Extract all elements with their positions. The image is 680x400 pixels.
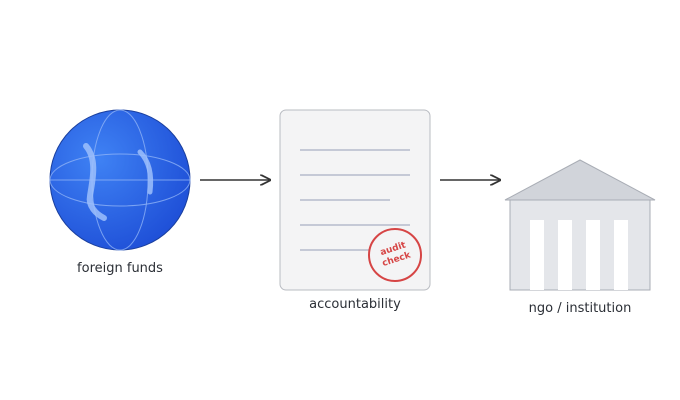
source-label: foreign funds: [77, 261, 163, 276]
audit-stamp: audit check: [368, 228, 422, 282]
document-label: accountability: [309, 297, 401, 312]
institution-building-icon: [504, 159, 656, 291]
column: [558, 220, 572, 290]
column: [586, 220, 600, 290]
target-label: ngo / institution: [529, 301, 632, 316]
column: [614, 220, 628, 290]
globe-icon: [49, 109, 191, 251]
column: [530, 220, 544, 290]
